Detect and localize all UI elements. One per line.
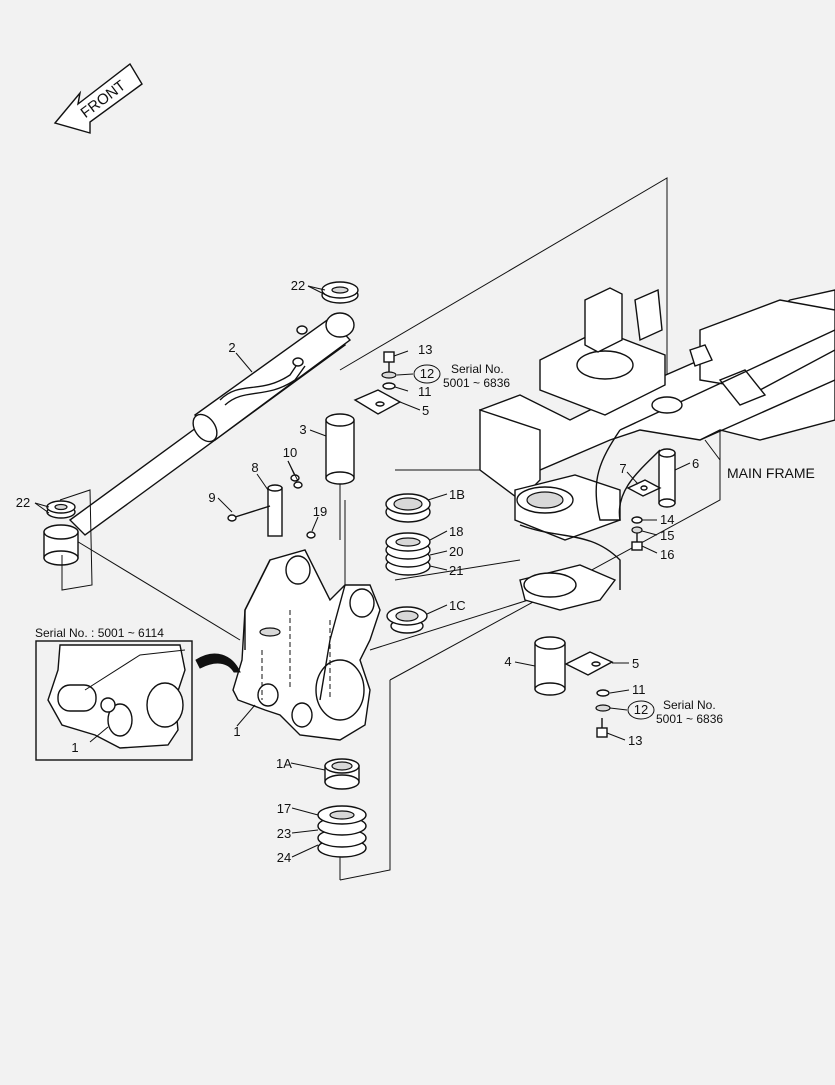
- callout-4: 4: [504, 654, 511, 669]
- callout-20: 20: [449, 544, 463, 559]
- fitting-part-19: [306, 531, 316, 539]
- bolt-part-13-bottom: [596, 718, 608, 738]
- plate-part-5-top: [353, 389, 402, 415]
- shim-stack-18-20-21: [385, 532, 431, 576]
- callout-10: 10: [283, 445, 297, 460]
- front-arrow-icon: FRONT: [53, 62, 143, 134]
- callout-15: 15: [660, 528, 674, 543]
- washer-part-11-bottom: [596, 689, 610, 697]
- pin-part-6: [658, 448, 676, 508]
- serial-note-bottom-title: Serial No.: [663, 698, 716, 712]
- main-frame-label: MAIN FRAME: [727, 465, 815, 481]
- washer-part-12-top: [381, 371, 397, 379]
- callout-17: 17: [277, 801, 291, 816]
- callout-5-top: 5: [422, 403, 429, 418]
- callout-1B: 1B: [449, 487, 465, 502]
- callout-8: 8: [251, 460, 258, 475]
- leader-lines: [34, 285, 721, 858]
- inset-callout-1: 1: [71, 740, 78, 755]
- cylinder-part-2: [68, 312, 355, 536]
- inset-serial-label: Serial No. : 5001 ~ 6114: [35, 626, 164, 640]
- pin-part-8: [267, 484, 283, 537]
- main-frame: [479, 287, 835, 611]
- pin-part-4: [534, 636, 566, 696]
- callout-11-top: 11: [418, 384, 432, 399]
- callout-1C: 1C: [449, 598, 466, 613]
- reference-lines: [74, 177, 721, 881]
- callout-12-top-circle: [413, 364, 441, 384]
- washer-part-14: [631, 516, 643, 524]
- washer-part-12-bottom: [595, 704, 611, 712]
- washer-part-22-left: [46, 500, 76, 519]
- washer-part-22-top: [321, 281, 359, 304]
- bolt-part-9: [227, 505, 271, 522]
- plate-part-7: [626, 479, 662, 497]
- callout-22-top: 22: [291, 278, 305, 293]
- plate-part-5-bottom: [564, 651, 614, 676]
- callout-1: 1: [233, 724, 240, 739]
- callout-9: 9: [208, 490, 215, 505]
- callout-13-bottom: 13: [628, 733, 642, 748]
- callout-12-bottom-circle: [627, 700, 655, 720]
- shim-stack-17-23-24: [317, 805, 367, 858]
- callout-19: 19: [313, 504, 327, 519]
- callout-22-left: 22: [16, 495, 30, 510]
- serial-note-top-range: 5001 ~ 6836: [443, 376, 510, 390]
- bushing-part-1C: [386, 606, 428, 634]
- callout-18: 18: [449, 524, 463, 539]
- callout-13-top: 13: [418, 342, 432, 357]
- callout-5-bottom: 5: [632, 656, 639, 671]
- inset-box: [35, 640, 193, 761]
- callout-14: 14: [660, 512, 674, 527]
- callout-11-bottom: 11: [632, 682, 646, 697]
- washer-part-15: [631, 526, 643, 534]
- callout-12-bottom: 12: [634, 702, 648, 717]
- callout-23: 23: [277, 826, 291, 841]
- washer-part-11-top: [382, 382, 396, 390]
- serial-note-top-title: Serial No.: [451, 362, 504, 376]
- callout-labels: 2 22 22 3 8 9 10 19 13 12 11 5 1B 18 20 …: [16, 278, 699, 865]
- bushing-part-1B: [385, 493, 431, 523]
- pin-part-3: [325, 413, 355, 485]
- left-bracket-lines: [59, 489, 93, 591]
- bushing-left: [43, 524, 79, 566]
- bolt-part-16: [631, 533, 643, 551]
- callout-16: 16: [660, 547, 674, 562]
- pointer-arrow-icon: [195, 653, 241, 673]
- callout-2: 2: [228, 340, 235, 355]
- callout-1A: 1A: [276, 756, 292, 771]
- bracket-part-1: [232, 549, 381, 741]
- callout-3: 3: [299, 422, 306, 437]
- serial-note-bottom-range: 5001 ~ 6836: [656, 712, 723, 726]
- callout-24: 24: [277, 850, 291, 865]
- nut-part-10-b: [293, 481, 303, 489]
- bushing-part-1A: [324, 758, 360, 790]
- callout-6: 6: [692, 456, 699, 471]
- callout-7: 7: [619, 461, 626, 476]
- callout-21: 21: [449, 563, 463, 578]
- callout-12-top: 12: [420, 366, 434, 381]
